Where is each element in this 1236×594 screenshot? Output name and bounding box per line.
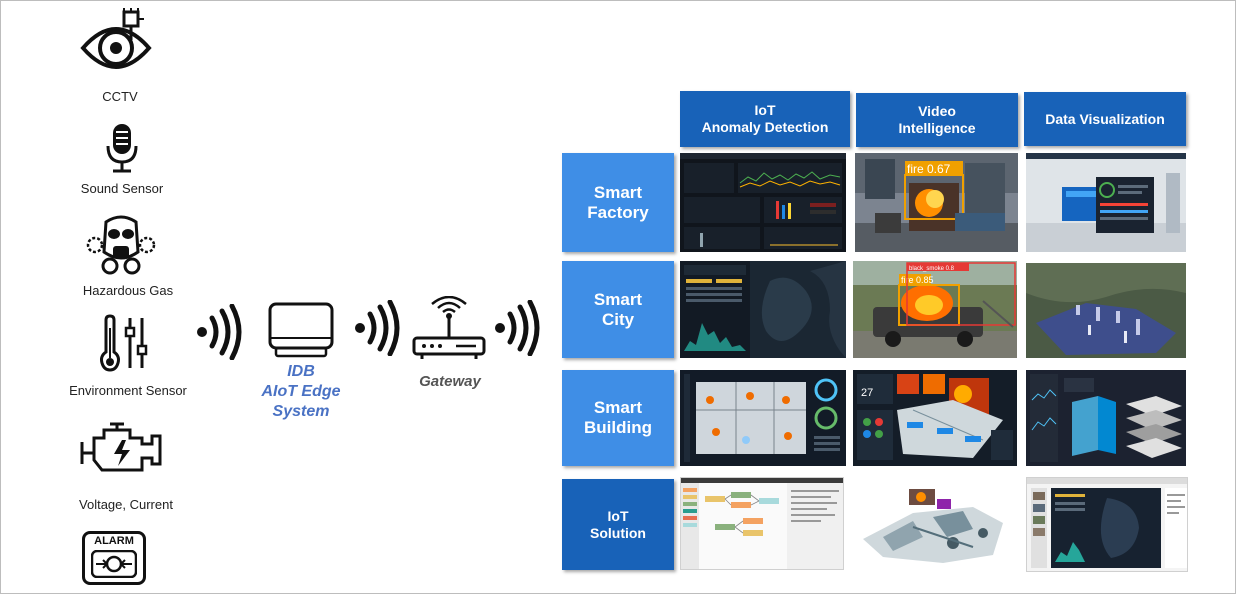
screenshot-city-vehicle-fire: fire 0.85 black_smoke 0.8 xyxy=(853,261,1017,358)
microphone-icon xyxy=(106,124,138,173)
col-header-line2: Anomaly Detection xyxy=(701,119,829,135)
edge-label-line3: System xyxy=(272,403,330,420)
screenshot-iot-flow-editor xyxy=(680,477,844,570)
wireless-signal-icon xyxy=(355,300,400,356)
edge-label-line2: AIoT Edge xyxy=(261,383,341,400)
fire-detection-tag: fire 0.67 xyxy=(907,162,951,176)
screenshot-iot-robot-simulation xyxy=(853,477,1017,570)
gateway-label: Gateway xyxy=(419,373,481,390)
engine-icon xyxy=(80,422,162,472)
screenshot-factory-digital-twin xyxy=(1026,153,1186,252)
row-header-line2: Factory xyxy=(587,202,649,222)
sensor-label-cctv: CCTV xyxy=(102,89,138,104)
col-header-line1: Video xyxy=(918,103,956,119)
sensor-label-sound: Sound Sensor xyxy=(80,181,164,196)
fire-detection-tag: fire 0.85 xyxy=(901,275,934,285)
col-header-line2: Intelligence xyxy=(898,120,976,136)
screenshot-factory-anomaly-dashboard xyxy=(680,153,846,252)
row-header-line2: Solution xyxy=(590,524,646,541)
screenshot-building-floorplan xyxy=(680,370,846,466)
screenshot-building-3d-model xyxy=(1026,370,1186,466)
row-header-line2: City xyxy=(601,309,635,329)
router-icon xyxy=(412,296,486,359)
row-header-line1: Smart xyxy=(593,182,643,202)
row-header-line2: Building xyxy=(584,418,652,437)
row-header-line1: IoT xyxy=(607,507,629,524)
edge-device-label: IDB AIoT Edge System xyxy=(236,362,366,422)
svg-text:27: 27 xyxy=(861,387,873,399)
edge-box-icon xyxy=(268,302,334,358)
sensor-label-environment: Environment Sensor xyxy=(69,383,187,398)
thermometer-icon xyxy=(100,314,148,372)
sensor-label-voltage: Voltage, Current xyxy=(79,497,173,512)
edge-label-line1: IDB xyxy=(287,363,315,380)
alarm-badge-text: ALARM xyxy=(94,535,134,547)
screenshot-city-anomaly-dashboard xyxy=(680,261,846,358)
col-header-line1: Data Visualization xyxy=(1045,110,1165,127)
wireless-signal-icon xyxy=(197,304,242,360)
col-header-line1: IoT xyxy=(754,102,776,118)
gas-mask-icon xyxy=(86,215,156,275)
eye-camera-icon xyxy=(80,8,152,69)
smoke-detection-tag: black_smoke 0.8 xyxy=(909,266,955,272)
screenshot-building-fire-monitor: 27 xyxy=(853,370,1017,466)
screenshot-factory-fire-detection: fire 0.67 xyxy=(855,153,1018,252)
row-header-line1: Smart xyxy=(593,289,643,309)
row-header-line1: Smart xyxy=(593,398,643,417)
wireless-signal-icon xyxy=(495,300,540,356)
alarm-symbol xyxy=(91,550,137,578)
sensor-label-gas: Hazardous Gas xyxy=(82,283,174,298)
alarm-icon: ALARM xyxy=(82,531,146,585)
screenshot-city-3d-map xyxy=(1026,263,1186,358)
column-header-data-visualization: Data Visualization xyxy=(1024,92,1186,146)
screenshot-iot-monitoring-app xyxy=(1026,477,1188,572)
